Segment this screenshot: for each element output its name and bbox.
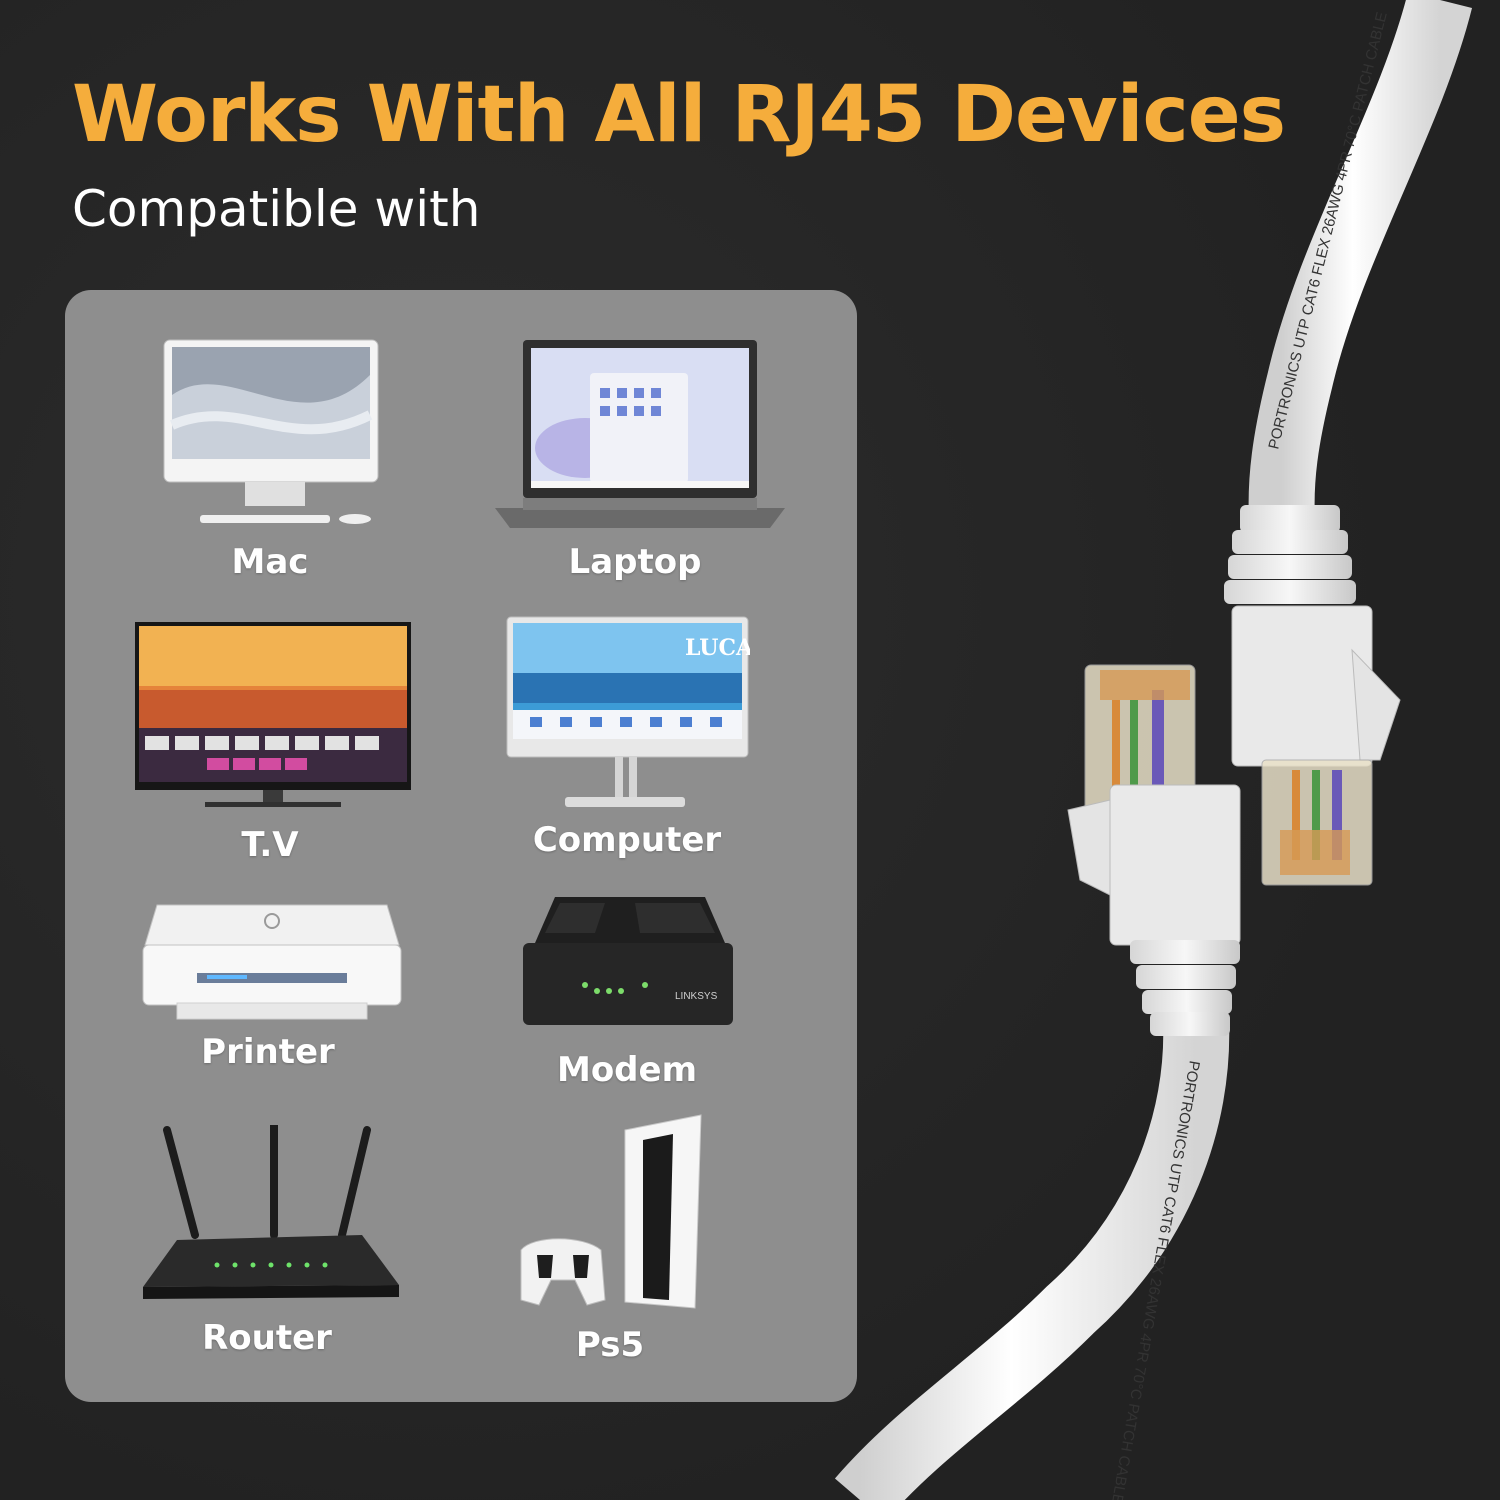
device-mac [160,335,390,535]
printer-icon [142,904,402,1020]
device-label-computer: Computer [532,820,722,860]
tv-icon [135,622,411,807]
ps5-icon [520,1114,702,1309]
lower-connector [1067,664,1241,1036]
device-computer: LUCA [505,615,754,815]
imac-icon [163,339,379,524]
device-laptop [495,338,785,533]
device-label-ps5: Ps5 [575,1325,645,1365]
device-modem: LINKSYS [515,893,740,1033]
device-label-printer: Printer [201,1032,335,1072]
devices-panel: Mac Laptop T.V [65,290,857,1402]
modem-icon: LINKSYS [523,897,733,1025]
upper-connector [1224,505,1401,886]
modem-brand: LINKSYS [675,991,718,1002]
device-router [137,1121,407,1310]
monitor-icon: LUCA [506,616,754,807]
cable-upper [1248,0,1473,522]
device-ps5 [513,1110,713,1310]
device-label-router: Router [202,1318,332,1358]
device-label-tv: T.V [241,825,299,865]
device-label-laptop: Laptop [568,542,702,582]
device-printer [137,895,407,1025]
subhead: Compatible with [72,180,481,238]
device-label-modem: Modem [556,1050,698,1090]
monitor-title: LUCA [685,635,750,661]
device-label-mac: Mac [231,542,309,582]
headline: Works With All RJ45 Devices [72,70,1286,160]
cable-lower [834,1018,1230,1500]
device-tv [133,620,413,810]
router-icon [143,1121,399,1299]
laptop-icon [495,340,785,528]
